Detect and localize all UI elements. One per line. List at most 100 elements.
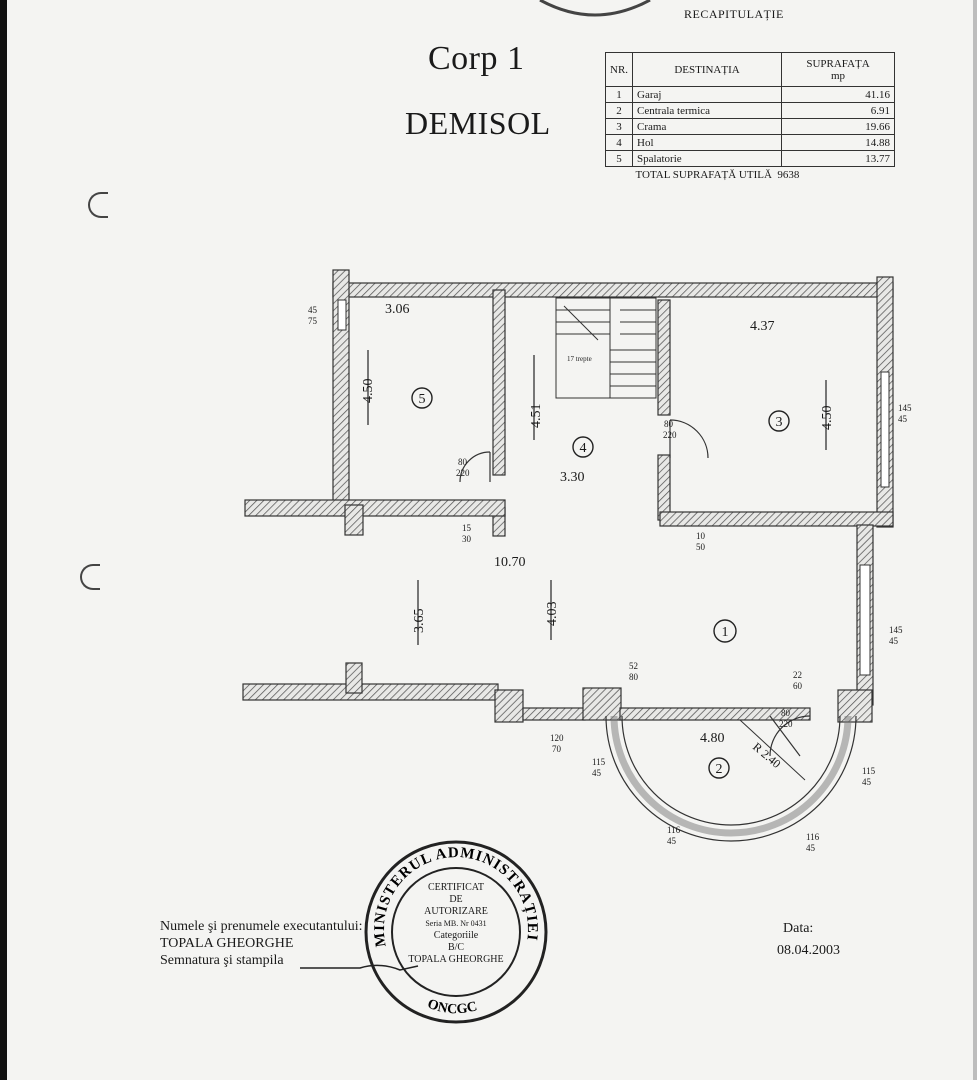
row-nr: 1 (604, 86, 634, 103)
stamp-line: B/C (447, 942, 465, 953)
partial-seal-top (539, 0, 651, 17)
date-value: 08.04.2003 (777, 943, 840, 958)
opening-label: 30 (462, 534, 472, 544)
recap-header-unit: mp (831, 69, 846, 82)
dim-label: 3.06 (385, 302, 410, 317)
recap-title: RECAPITULAȚIE (684, 7, 784, 21)
opening-label: 45 (592, 768, 602, 778)
walls (242, 269, 894, 723)
stamp-line: CERTIFICAT (427, 882, 485, 893)
room-number: 4 (580, 441, 587, 456)
page-left-edge (0, 0, 7, 1080)
opening-label: 115 (592, 757, 606, 767)
total-value: 9638 (777, 168, 800, 181)
row-name: Garaj (632, 86, 783, 103)
table-row: 2 Centrala termica 6.91 (604, 102, 896, 119)
signature-label: Semnatura şi stampila (160, 953, 284, 968)
dim-label: 4.50 (361, 379, 376, 404)
recap-total: TOTAL SUPRAFAȚĂ UTILĂ 9638 (606, 167, 895, 183)
opening-label: 45 (862, 777, 872, 787)
stamp-line: TOPALA GHEORGHE (408, 954, 504, 965)
opening-label: 220 (456, 468, 470, 478)
dim-label: 4.50 (820, 406, 835, 431)
stamp-line: DE (449, 894, 463, 905)
opening-label: 220 (779, 719, 793, 729)
room-number: 2 (716, 762, 723, 777)
opening-label: 120 (550, 733, 564, 743)
dim-label: 4.51 (529, 404, 544, 429)
opening-label: 60 (793, 681, 803, 691)
opening-label: 45 (806, 843, 816, 853)
table-row: 1 Garaj 41.16 (604, 86, 896, 103)
opening-labels: 45 75 80 220 80 220 145 45 15 30 10 50 1… (308, 305, 912, 853)
punch-hole (80, 564, 100, 590)
room-markers (411, 387, 790, 779)
executant-block: Numele şi prenumele executantului: TOPAL… (160, 918, 363, 969)
recap-header-nr: NR. (604, 52, 634, 87)
stairs (555, 297, 657, 399)
opening-label: 116 (806, 832, 820, 842)
dim-label: 4.37 (750, 319, 775, 334)
opening-label: 50 (696, 542, 706, 552)
stamp-center: CERTIFICAT DE AUTORIZARE Seria MB. Nr 04… (402, 882, 510, 966)
row-area: 13.77 (781, 150, 896, 167)
table-row: 5 Spalatorie 13.77 (604, 150, 896, 167)
stamp-rings: MINISTERUL ADMINISTRAȚIEI PUBLICE ONCGC (354, 824, 548, 1024)
stair-label: 17 trepte (567, 355, 592, 363)
level-title: DEMISOL (405, 105, 551, 141)
opening-label: 80 (664, 419, 674, 429)
bay-wall (605, 715, 857, 842)
punch-hole (88, 192, 108, 218)
dimension-arrows (367, 350, 827, 645)
opening-label: 220 (663, 430, 677, 440)
room-number: 3 (776, 415, 783, 430)
signature (300, 964, 419, 971)
executant-name: TOPALA GHEORGHE (160, 936, 294, 951)
dim-label: 3.65 (412, 609, 427, 634)
dim-label: 4.80 (700, 731, 725, 746)
room-number: 5 (419, 392, 426, 407)
dim-label: 3.30 (560, 470, 585, 485)
stamp-line: AUTORIZARE (424, 906, 488, 917)
official-stamp: MINISTERUL ADMINISTRAȚIEI PUBLICE ONCGC … (354, 824, 552, 1028)
opening-label: 22 (793, 670, 802, 680)
recap-table: NR. DESTINAȚIA SUPRAFAȚA mp 1 Garaj 41.1… (604, 52, 896, 183)
opening-label: 52 (629, 661, 638, 671)
opening-label: 45 (667, 836, 677, 846)
opening-label: 15 (462, 523, 472, 533)
opening-label: 45 (898, 414, 908, 424)
opening-label: 115 (862, 766, 876, 776)
stamp-line: Seria MB. Nr 0431 (425, 919, 487, 928)
stamp-bottom-text: ONCGC (425, 997, 478, 1018)
radius-line (739, 719, 806, 781)
page-title: Corp 1 (428, 40, 525, 77)
row-name: Spalatorie (632, 150, 783, 167)
windows (337, 299, 890, 676)
total-label: TOTAL SUPRAFAȚĂ UTILĂ (635, 168, 772, 181)
opening-label: 80 (629, 672, 639, 682)
recap-total-row: TOTAL SUPRAFAȚĂ UTILĂ 9638 (606, 167, 895, 183)
opening-label: 80 (781, 708, 791, 718)
opening-label: 45 (308, 305, 318, 315)
opening-label: 45 (889, 636, 899, 646)
opening-label: 145 (889, 625, 903, 635)
date-label: Data: (783, 921, 814, 936)
opening-label: 75 (308, 316, 318, 326)
room-number: 1 (722, 625, 729, 640)
executant-label: Numele şi prenumele executantului: (160, 919, 363, 934)
stamp-line: Categoriile (433, 930, 479, 941)
dim-label: 10.70 (494, 555, 526, 570)
opening-label: 116 (667, 825, 681, 835)
opening-label: 10 (696, 531, 706, 541)
table-row: 4 Hol 14.88 (604, 134, 896, 151)
dim-label: 4.03 (545, 602, 560, 627)
opening-label: 145 (898, 403, 912, 413)
opening-label: 80 (458, 457, 468, 467)
recap-header-surf-label: SUPRAFAȚA (806, 57, 870, 70)
opening-label: 70 (552, 744, 562, 754)
page-right-edge (973, 0, 977, 1080)
doors (459, 419, 811, 757)
row-nr: 5 (604, 150, 634, 167)
recap-header-surf: SUPRAFAȚA mp (781, 52, 896, 87)
